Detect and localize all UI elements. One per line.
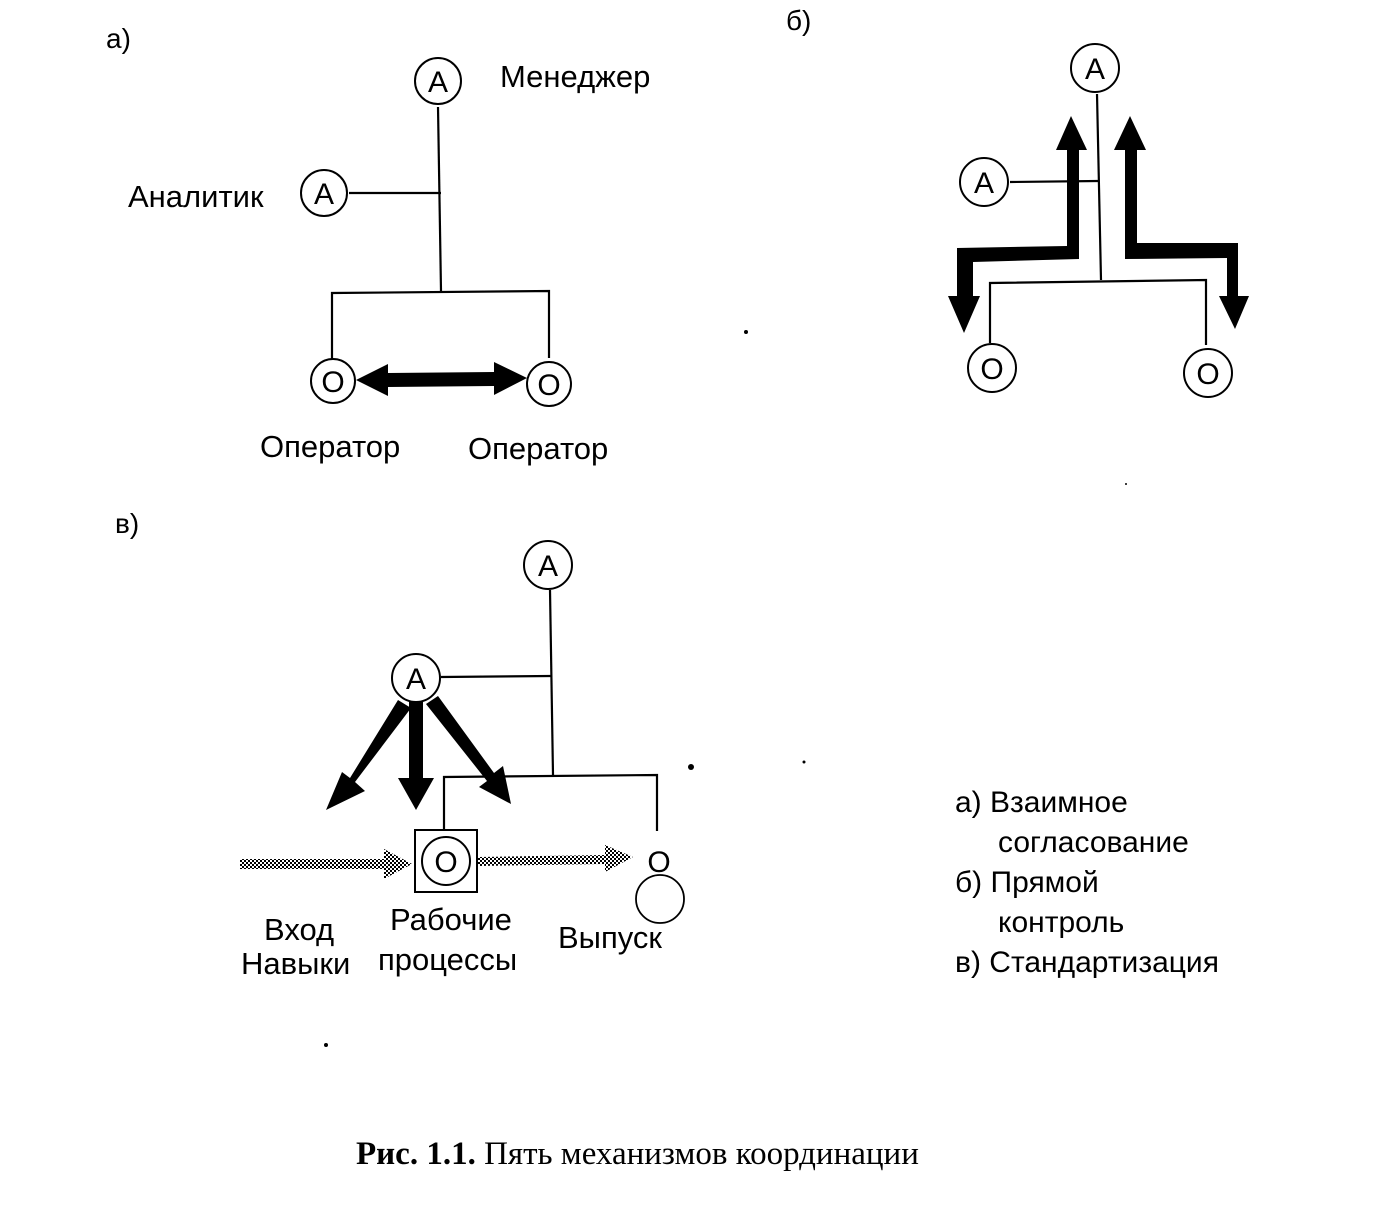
operator-node-right: О	[1183, 348, 1233, 398]
legend-item-a-continuation: согласование	[998, 826, 1189, 859]
legend-key: а)	[955, 786, 982, 819]
manager-node: А	[523, 540, 573, 590]
manager-node: А	[414, 57, 462, 105]
input-flow-arrow-icon	[240, 849, 412, 879]
legend-text: Стандартизация	[989, 946, 1219, 979]
skills-label: Навыки	[241, 946, 350, 981]
analyst-connector	[440, 674, 552, 679]
node-letter: А	[428, 66, 448, 99]
input-label: Вход	[264, 912, 334, 947]
legend-text: Взаимное	[990, 786, 1128, 819]
manager-label: Менеджер	[500, 59, 650, 94]
hierarchy-line	[1095, 93, 1103, 281]
legend-item-a: а) Взаимное	[955, 783, 1219, 823]
operator-node-left: О	[967, 343, 1017, 393]
analyst-node: А	[300, 169, 348, 217]
node-letter: А	[1085, 53, 1105, 86]
processes-label: процессы	[378, 942, 517, 977]
legend-key: в)	[955, 946, 981, 979]
node-letter: О	[434, 846, 457, 879]
legend-item-b: б) Прямой	[955, 863, 1219, 903]
legend-item-b-continuation: контроль	[998, 906, 1125, 939]
panel-a-label: а)	[106, 23, 131, 54]
hierarchy-line	[548, 589, 555, 776]
standardize-input-arrow-icon	[326, 700, 411, 810]
operator-node-right: О	[526, 361, 572, 407]
legend-item-c: в) Стандартизация	[955, 943, 1219, 983]
node-letter: А	[538, 550, 558, 583]
analyst-connector	[1009, 179, 1099, 184]
figure-title: Пять механизмов координации	[484, 1136, 919, 1172]
analyst-node: А	[391, 653, 441, 703]
operators-connector	[442, 773, 659, 831]
panel-c-standardization: в) А А О О Вход	[115, 508, 685, 981]
operator-node-left: О	[310, 358, 356, 404]
node-letter: О	[1196, 358, 1219, 391]
output-label: Выпуск	[558, 920, 662, 955]
node-letter: А	[406, 663, 426, 696]
node-letter: О	[980, 353, 1003, 386]
panel-c-label: в)	[115, 508, 139, 539]
operator-label-right: Оператор	[468, 431, 608, 466]
node-letter: А	[314, 178, 334, 211]
node-letter: О	[537, 369, 560, 402]
control-arrow-left-icon	[948, 116, 1087, 333]
legend-key: б)	[955, 866, 983, 899]
panel-b-label: б)	[786, 5, 811, 36]
legend-text: Прямой	[990, 866, 1099, 899]
legend: а) Взаимное согласование б) Прямой контр…	[955, 783, 1219, 983]
panel-b-direct-supervision: б) А А О О	[786, 5, 1249, 398]
operators-connector	[988, 278, 1208, 345]
control-arrow-right-icon	[1114, 116, 1249, 329]
node-letter: О	[647, 846, 670, 879]
hierarchy-line	[436, 106, 443, 292]
output-flow-arrow-icon	[478, 845, 633, 872]
work-process-box: О	[414, 829, 478, 893]
scan-noise	[324, 330, 1127, 1047]
node-letter: А	[974, 167, 994, 200]
output-operator-node: О	[635, 846, 685, 924]
analyst-node: А	[959, 157, 1009, 207]
panel-a-mutual-adjustment: а) А Менеджер А Аналитик О О Оператор Оп…	[106, 23, 650, 466]
operators-connector	[330, 289, 551, 360]
analyst-label: Аналитик	[128, 179, 264, 214]
manager-node: А	[1070, 43, 1120, 93]
standardize-process-arrow-icon	[398, 700, 434, 810]
operator-label-left: Оператор	[260, 429, 400, 464]
standardize-output-arrow-icon	[426, 696, 511, 804]
node-letter: О	[321, 366, 344, 399]
figure-caption: Рис. 1.1. Пять механизмов координации	[356, 1136, 919, 1173]
figure-number: Рис. 1.1.	[356, 1136, 476, 1172]
mutual-adjustment-arrow-icon	[356, 362, 527, 396]
work-label: Рабочие	[390, 902, 512, 937]
